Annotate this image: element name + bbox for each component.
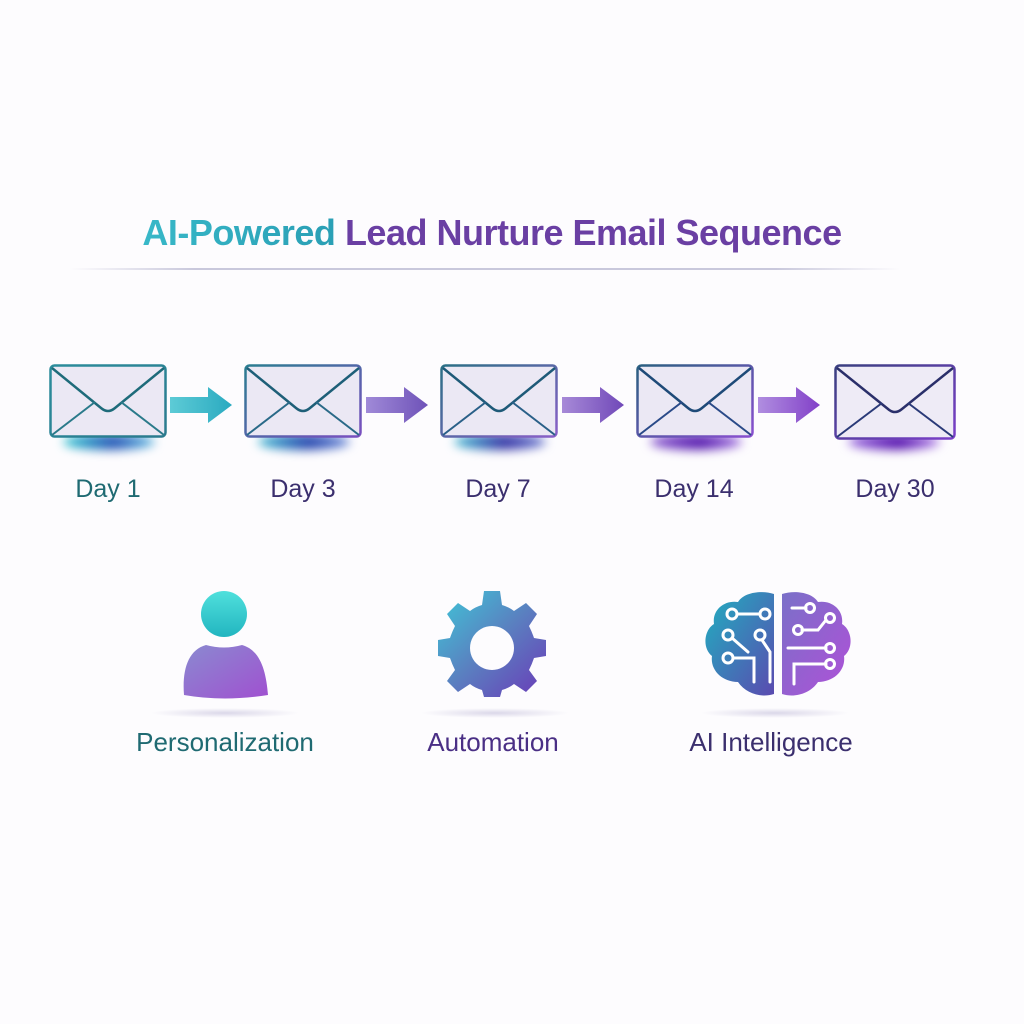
email-step-day-14 xyxy=(636,364,754,450)
feature-shadow xyxy=(150,708,300,718)
gear-icon xyxy=(438,591,546,697)
day-label: Day 14 xyxy=(654,475,734,503)
email-step-day-30 xyxy=(834,364,956,450)
day-label: Day 3 xyxy=(270,475,336,503)
feature-label-ai-intelligence: AI Intelligence xyxy=(689,727,853,757)
envelope-icon xyxy=(440,364,558,438)
arrow-right-icon xyxy=(758,387,820,423)
title-rest: Lead Nurture Email Sequence xyxy=(335,212,842,253)
feature-label-automation: Automation xyxy=(427,727,559,757)
brain-circuit-icon xyxy=(705,592,851,696)
envelope-icon xyxy=(834,364,956,440)
envelope-icon xyxy=(636,364,754,438)
arrow-right-icon xyxy=(562,387,624,423)
feature-label-personalization: Personalization xyxy=(136,727,314,757)
envelope-icon xyxy=(244,364,362,438)
day-label: Day 1 xyxy=(75,475,141,503)
email-step-day-1 xyxy=(49,364,167,450)
day-label: Day 7 xyxy=(465,475,531,503)
arrow-right-icon xyxy=(366,387,428,423)
title-highlight: AI-Powered xyxy=(142,212,336,253)
day-label: Day 30 xyxy=(855,475,935,503)
page-title: AI-Powered Lead Nurture Email Sequence xyxy=(0,212,984,254)
user-icon xyxy=(183,591,268,699)
title-divider xyxy=(70,268,900,270)
email-step-day-7 xyxy=(440,364,558,450)
email-step-day-3 xyxy=(244,364,362,450)
envelope-icon xyxy=(49,364,167,438)
feature-shadow xyxy=(700,708,850,718)
feature-shadow xyxy=(420,708,570,718)
arrow-right-icon xyxy=(170,387,232,423)
